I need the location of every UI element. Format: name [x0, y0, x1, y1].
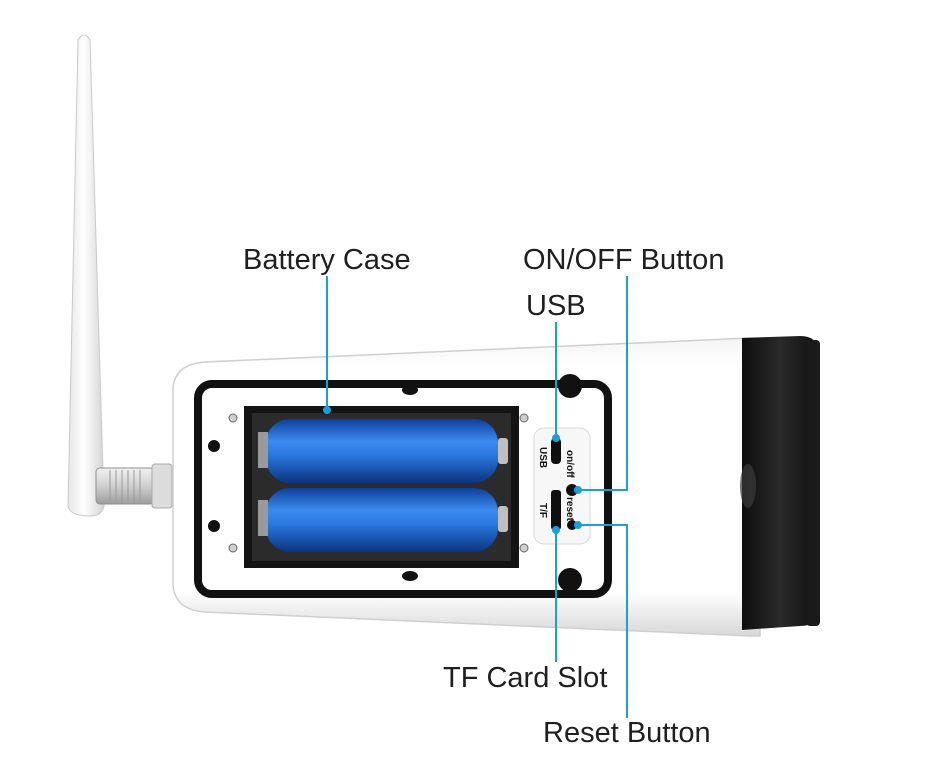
antenna [67, 34, 173, 517]
usb-label: USB [526, 290, 586, 322]
panel-onoff-text: on/off [564, 450, 575, 478]
panel-usb-text: USB [537, 447, 548, 468]
usb-port[interactable] [551, 438, 561, 464]
screws [228, 413, 529, 553]
reset-button[interactable] [567, 520, 577, 530]
battery-case-label: Battery Case [243, 244, 411, 276]
on-off-button-label: ON/OFF Button [523, 244, 725, 276]
port-panel: USB T/F on/off reset [533, 427, 591, 545]
tf-card-slot[interactable] [551, 490, 561, 530]
panel-reset-text: reset [564, 497, 575, 522]
battery-cell-top [258, 419, 508, 483]
reset-button-label: Reset Button [543, 717, 711, 749]
on-off-button[interactable] [566, 484, 578, 496]
battery-holder [244, 406, 519, 568]
panel-tf-text: T/F [537, 503, 548, 518]
battery-cell-bottom [258, 488, 508, 552]
tf-card-slot-label: TF Card Slot [443, 662, 608, 694]
callout-lines [323, 276, 628, 718]
